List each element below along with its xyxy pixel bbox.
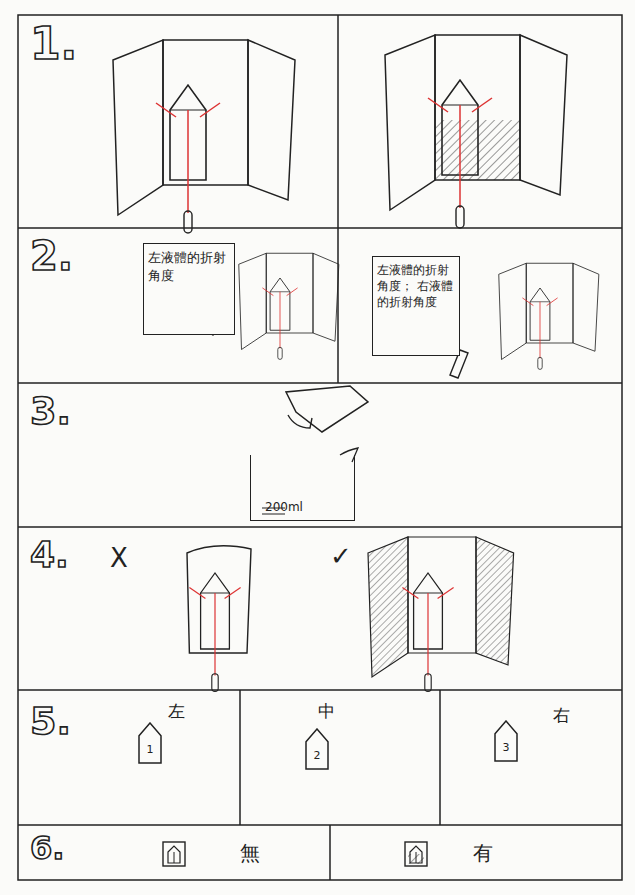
page-border <box>18 15 622 880</box>
pointer <box>184 211 192 233</box>
cup-spout <box>288 415 312 428</box>
node-text: 2 <box>314 749 321 762</box>
position-label: 中 <box>318 703 335 720</box>
position-label: 右 <box>553 707 570 724</box>
node-text: 左液體的折射角度； 右液體的折射角度 <box>377 262 455 311</box>
pointer <box>212 674 218 692</box>
unfolded-card-sketch <box>187 546 251 692</box>
panel-divider <box>337 15 339 383</box>
numbered-house: 1 <box>138 722 162 764</box>
step-number: 2. <box>30 236 73 276</box>
folded-card <box>385 35 567 210</box>
row-divider <box>18 382 622 384</box>
pouring-cup <box>286 386 368 432</box>
house-icon-box <box>163 842 185 866</box>
panel-divider <box>439 690 441 825</box>
node-text: 200ml <box>265 500 303 514</box>
state-label: 無 <box>240 843 260 863</box>
row-divider <box>18 227 622 229</box>
pointer <box>425 674 431 692</box>
folded-card-sketch <box>499 263 599 369</box>
state-label: 有 <box>473 843 493 863</box>
pointer <box>278 347 282 359</box>
note-sheet: 左液體的折射角度； 右液體的折射角度 <box>372 256 460 356</box>
folded-card <box>113 40 295 215</box>
light-rays <box>189 587 240 675</box>
pointer <box>538 357 542 369</box>
folded-card <box>239 253 339 349</box>
house-outline-path <box>306 729 328 769</box>
row-divider <box>18 824 622 826</box>
folded-card <box>499 263 599 359</box>
step-number: 4. <box>30 537 69 573</box>
correct-mark: ✓ <box>330 543 352 569</box>
beaker: 200ml <box>250 455 355 521</box>
folded-card-sketch <box>239 253 339 359</box>
house-outline-path <box>139 723 161 763</box>
light-rays <box>522 298 557 359</box>
step-number: 1. <box>30 22 77 66</box>
house-outline-path <box>495 721 517 761</box>
light-rays <box>402 587 453 675</box>
row-divider <box>18 526 622 528</box>
node-text: 左液體的折射角度 <box>148 249 230 284</box>
frame-lines <box>18 15 622 880</box>
node-text: 3 <box>503 741 510 754</box>
light-rays <box>156 103 220 213</box>
position-label: 左 <box>168 703 185 720</box>
panel-divider <box>329 825 331 880</box>
note-sheet: 左液體的折射角度 <box>143 243 235 335</box>
row-divider <box>18 689 622 691</box>
folded-card-sketch <box>368 537 514 691</box>
beaker-lip <box>340 448 358 462</box>
wrong-mark: X <box>110 545 128 571</box>
folded-card <box>368 537 514 677</box>
pointer <box>456 206 464 228</box>
step-number: 3. <box>30 392 71 430</box>
panel-divider <box>239 690 241 825</box>
step-number: 5. <box>30 702 71 740</box>
light-rays <box>262 288 297 349</box>
numbered-house: 3 <box>494 720 518 762</box>
light-rays <box>428 98 492 208</box>
house-icon-box <box>405 842 427 866</box>
numbered-house: 2 <box>305 728 329 770</box>
folded-card-sketch <box>113 40 295 233</box>
step-number: 6. <box>30 832 64 864</box>
folded-card-sketch <box>385 35 567 228</box>
node-text: 1 <box>147 743 154 756</box>
